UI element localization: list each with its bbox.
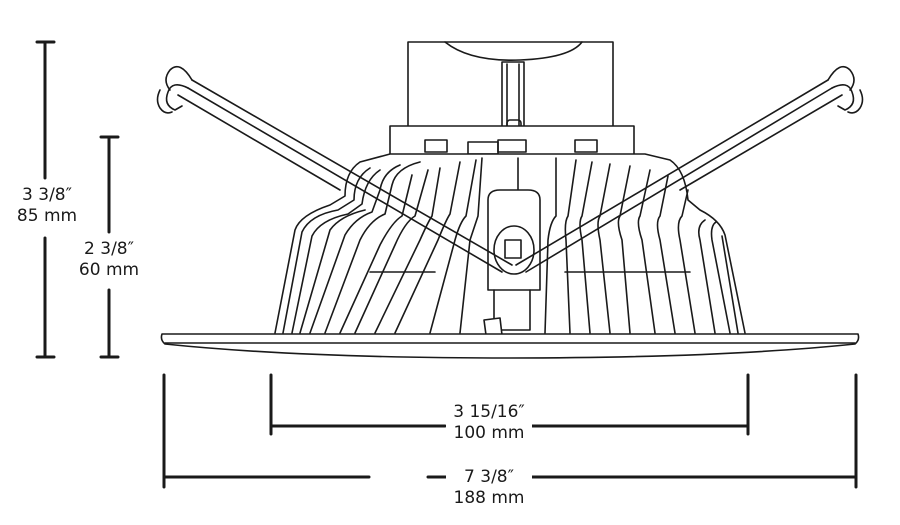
trim-flange: [160, 333, 860, 359]
trim-diameter-label: 7 3/8″ 188 mm: [446, 467, 532, 509]
trim-diameter-metric: 188 mm: [453, 488, 525, 508]
housing-height-label: 2 3/8″ 60 mm: [64, 239, 154, 281]
housing-height-imperial: 2 3/8″: [84, 239, 134, 259]
overall-height-label: 3 3/8″ 85 mm: [2, 185, 92, 227]
fixture: [156, 41, 864, 359]
overall-height-metric: 85 mm: [16, 206, 78, 226]
housing-diameter-imperial: 3 15/16″: [453, 402, 525, 422]
housing-height-metric: 60 mm: [78, 260, 140, 280]
socket-connector: [483, 189, 541, 336]
housing-diameter-label: 3 15/16″ 100 mm: [446, 402, 532, 444]
junction-box: [389, 41, 635, 169]
torsion-spring-clips: [156, 65, 864, 273]
housing-diameter-metric: 100 mm: [453, 423, 525, 443]
trim-diameter-imperial: 7 3/8″: [464, 467, 514, 487]
overall-height-imperial: 3 3/8″: [22, 185, 72, 205]
dimension-lines: [35, 40, 858, 489]
